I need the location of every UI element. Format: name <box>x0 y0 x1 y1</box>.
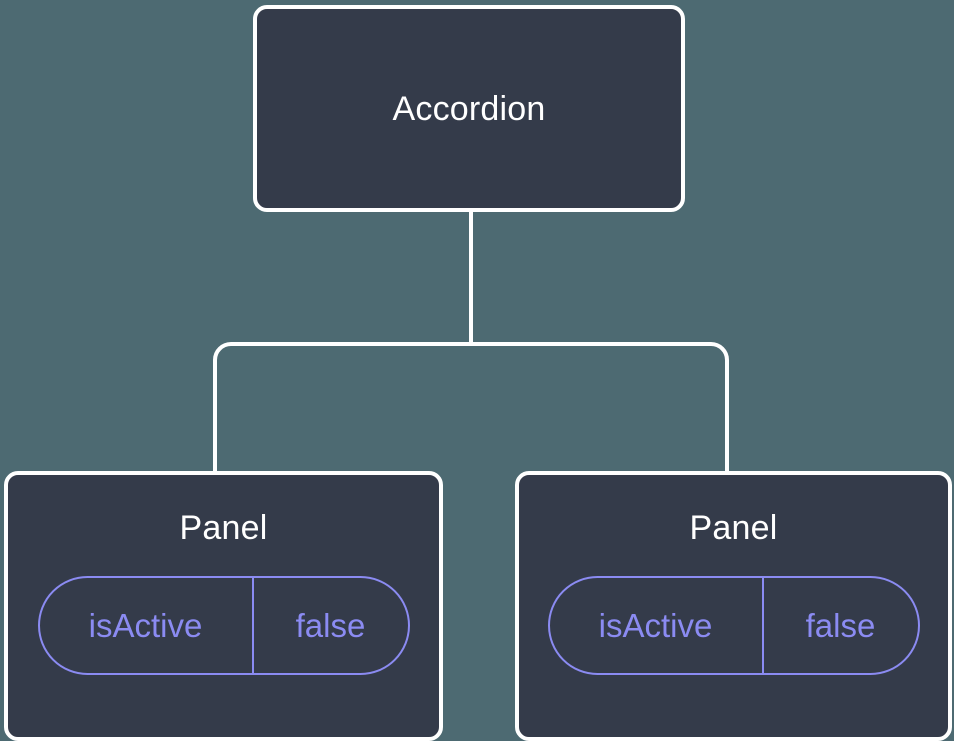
state-value-panel-2: false <box>805 607 876 644</box>
connector-bus-to-right-child <box>471 342 729 473</box>
state-badge-panel-2[interactable]: isActive false <box>547 576 920 675</box>
state-key-panel-1: isActive <box>40 578 254 673</box>
state-value-panel-1: false <box>295 607 366 644</box>
state-badge-panel-1[interactable]: isActive false <box>37 576 410 675</box>
state-key-panel-2: isActive <box>550 578 764 673</box>
node-panel-1-label: Panel <box>179 509 268 547</box>
connector-bus-to-left-child <box>213 342 471 473</box>
node-panel-2[interactable]: Panel isActive false <box>515 471 952 741</box>
node-panel-2-label: Panel <box>689 509 778 547</box>
node-accordion[interactable]: Accordion <box>253 5 685 212</box>
node-accordion-label: Accordion <box>392 89 546 128</box>
node-panel-1[interactable]: Panel isActive false <box>4 471 443 741</box>
